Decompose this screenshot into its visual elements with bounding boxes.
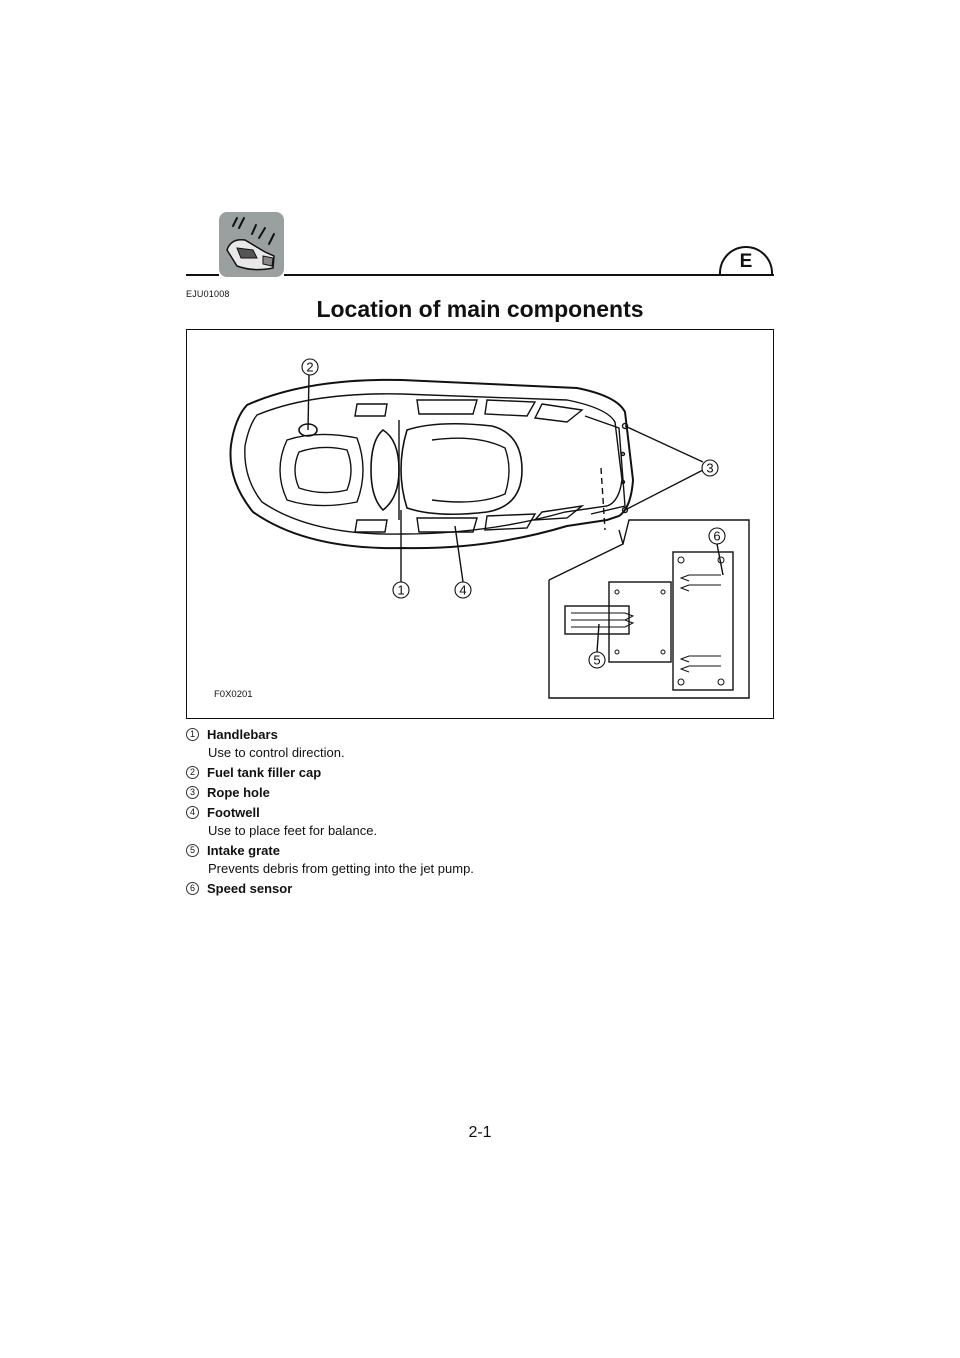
header-rule	[284, 274, 774, 276]
legend-number: 1	[186, 728, 199, 741]
legend-description: Prevents debris from getting into the je…	[208, 861, 474, 876]
legend-name: Intake grate	[207, 843, 280, 858]
svg-text:2: 2	[306, 360, 313, 375]
legend-item: 1 Handlebars Use to control direction.	[186, 726, 774, 761]
callout-2: 2	[301, 358, 319, 376]
figure-code: F0X0201	[214, 689, 253, 700]
legend-item: 4 Footwell Use to place feet for balance.	[186, 804, 774, 839]
legend-item: 5 Intake grate Prevents debris from getti…	[186, 842, 774, 877]
legend-number: 3	[186, 786, 199, 799]
legend-name: Footwell	[207, 805, 260, 820]
legend-item: 3 Rope hole	[186, 784, 774, 801]
document-code: EJU01008	[186, 289, 230, 299]
watercraft-diagram: 2 3 1 4 5 6	[229, 358, 750, 699]
callout-6: 6	[708, 527, 726, 545]
components-figure: 2 3 1 4 5 6 F0X0201	[186, 329, 774, 719]
legend-name: Rope hole	[207, 785, 270, 800]
svg-text:6: 6	[713, 529, 720, 544]
legend-number: 6	[186, 882, 199, 895]
legend-description: Use to place feet for balance.	[208, 823, 378, 838]
legend-item: 6 Speed sensor	[186, 880, 774, 897]
callout-4: 4	[454, 581, 472, 599]
legend-description: Use to control direction.	[208, 745, 345, 760]
language-badge: E	[719, 246, 773, 274]
legend-item: 2 Fuel tank filler cap	[186, 764, 774, 781]
svg-text:1: 1	[397, 583, 404, 598]
callout-5: 5	[588, 651, 606, 669]
legend-name: Handlebars	[207, 727, 278, 742]
page-number: 2-1	[468, 1124, 492, 1141]
header-rule	[186, 274, 219, 276]
svg-text:3: 3	[706, 461, 713, 476]
page-title: Location of main components	[316, 296, 644, 322]
legend-number: 4	[186, 806, 199, 819]
svg-text:5: 5	[593, 653, 600, 668]
callout-3: 3	[701, 459, 719, 477]
legend-name: Speed sensor	[207, 881, 293, 896]
legend-number: 2	[186, 766, 199, 779]
legend-number: 5	[186, 844, 199, 857]
watercraft-icon	[219, 212, 284, 277]
callout-1: 1	[392, 581, 410, 599]
svg-text:4: 4	[459, 583, 466, 598]
legend-name: Fuel tank filler cap	[207, 765, 322, 780]
